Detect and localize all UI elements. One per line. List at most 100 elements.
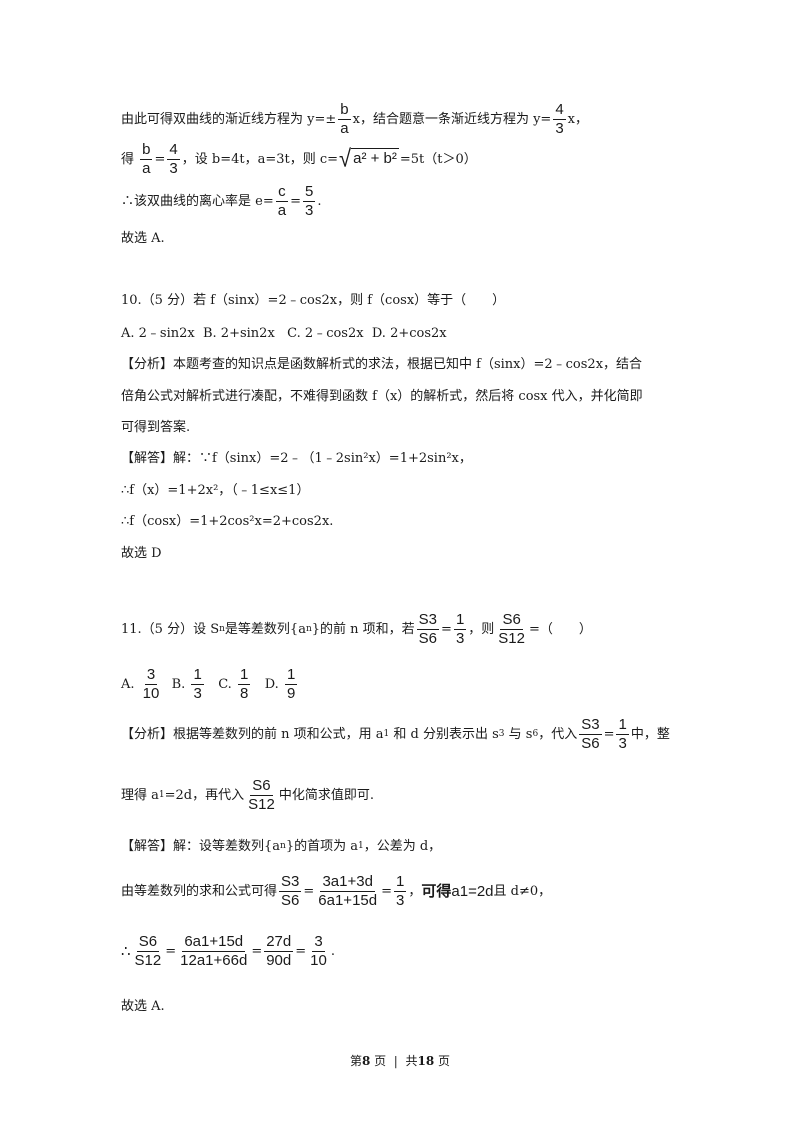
- denominator: 10: [310, 951, 327, 969]
- numerator: c: [276, 183, 288, 202]
- denominator: S6: [281, 891, 300, 909]
- text: 是等差数列{a: [224, 621, 306, 637]
- question-text: 10.（5 分）若 f（sinx）=2﹣cos2x，则 f（cosx）等于（ ）: [121, 293, 506, 308]
- analysis-line: 【分析】本题考查的知识点是函数解析式的求法，根据已知中 f（sinx）=2﹣co…: [121, 358, 642, 371]
- numerator: 1: [453, 611, 467, 630]
- numerator: 4: [167, 141, 180, 160]
- text: =: [303, 883, 315, 899]
- text: .: [317, 193, 322, 209]
- text: ∴: [121, 941, 131, 960]
- numerator: 1: [191, 666, 204, 685]
- denominator: S12: [248, 795, 275, 813]
- numerator: S6: [136, 933, 160, 952]
- footer-text: 页: [434, 1054, 451, 1068]
- text: ，代入: [538, 726, 578, 742]
- denominator: 3: [169, 159, 178, 177]
- text: =: [154, 151, 166, 167]
- denominator: S12: [134, 951, 162, 969]
- subscript: 6: [532, 728, 539, 739]
- text: =: [295, 943, 307, 959]
- denominator: 3: [396, 891, 405, 909]
- subscript: n: [280, 841, 286, 851]
- denominator: 3: [455, 629, 465, 647]
- numerator: 5: [302, 183, 316, 202]
- option-label: B.: [171, 676, 186, 692]
- numerator: 1: [237, 666, 251, 685]
- numerator: 27d: [264, 933, 294, 952]
- text: 可得到答案.: [121, 420, 191, 435]
- subscript: 1: [357, 841, 364, 851]
- numerator: S6: [250, 777, 273, 796]
- denominator: 3: [193, 684, 202, 702]
- analysis-line: 倍角公式对解析式进行凑配，不难得到函数 f（x）的解析式，然后将 cosx 代入…: [121, 390, 643, 403]
- text: ∴该双曲线的离心率是 e=: [121, 193, 274, 209]
- numerator: 1: [394, 873, 407, 892]
- text: }的首项为 a: [285, 839, 358, 854]
- text: 由此可得双曲线的渐近线方程为 y=±: [121, 111, 337, 127]
- denominator: 3: [555, 119, 564, 137]
- text: 倍角公式对解析式进行凑配，不难得到函数 f（x）的解析式，然后将 cosx 代入…: [121, 389, 643, 404]
- text: ，公差为 d，: [363, 839, 442, 854]
- text-line: 故选 A.: [121, 232, 165, 245]
- text: x，结合题意一条渐近线方程为 y=: [352, 111, 552, 127]
- text: 中，整: [630, 726, 670, 742]
- denominator: a: [142, 159, 151, 177]
- numerator: 3a1+3d: [320, 873, 375, 892]
- text: 中化简求值即可.: [278, 787, 374, 803]
- numerator: b: [338, 101, 351, 120]
- text: 【解答】解：设等差数列{a: [121, 839, 281, 854]
- text: 和 d 分别表示出 s: [389, 726, 499, 742]
- numerator: 3: [312, 933, 325, 952]
- denominator: 3: [304, 201, 314, 219]
- numerator: b: [140, 141, 153, 160]
- option-label: C.: [218, 676, 232, 692]
- denominator: 6a1+15d: [318, 891, 378, 909]
- text: }的前 n 项和，若: [311, 621, 415, 637]
- footer-text: 第: [349, 1054, 362, 1068]
- denominator: 90d: [266, 951, 292, 969]
- text: =（ ）: [529, 621, 592, 637]
- option-label: A.: [121, 676, 135, 692]
- denominator: S6: [581, 734, 600, 752]
- numerator: 4: [553, 101, 566, 120]
- text: =: [251, 943, 263, 959]
- text: =: [603, 726, 615, 742]
- solution-line: ∴f（x）=1+2x²，（﹣1≤x≤1）: [121, 484, 309, 497]
- denominator: 12a1+66d: [180, 951, 248, 969]
- text: 11.（5 分）设 S: [121, 621, 220, 637]
- text: ，设 b=4t，a=3t，则 c=: [181, 151, 339, 167]
- text: =: [441, 621, 452, 637]
- numerator: 3: [144, 666, 158, 685]
- page-number: 8: [362, 1054, 371, 1068]
- numerator: 6a1+15d: [182, 933, 246, 952]
- denominator: 10: [142, 684, 160, 702]
- subscript: 1: [383, 728, 390, 739]
- text: 【分析】本题考查的知识点是函数解析式的求法，根据已知中 f（sinx）=2﹣co…: [121, 357, 643, 372]
- square-root: √a² + b²: [339, 144, 399, 173]
- page-footer: 第8 页 | 共18 页: [0, 1052, 800, 1069]
